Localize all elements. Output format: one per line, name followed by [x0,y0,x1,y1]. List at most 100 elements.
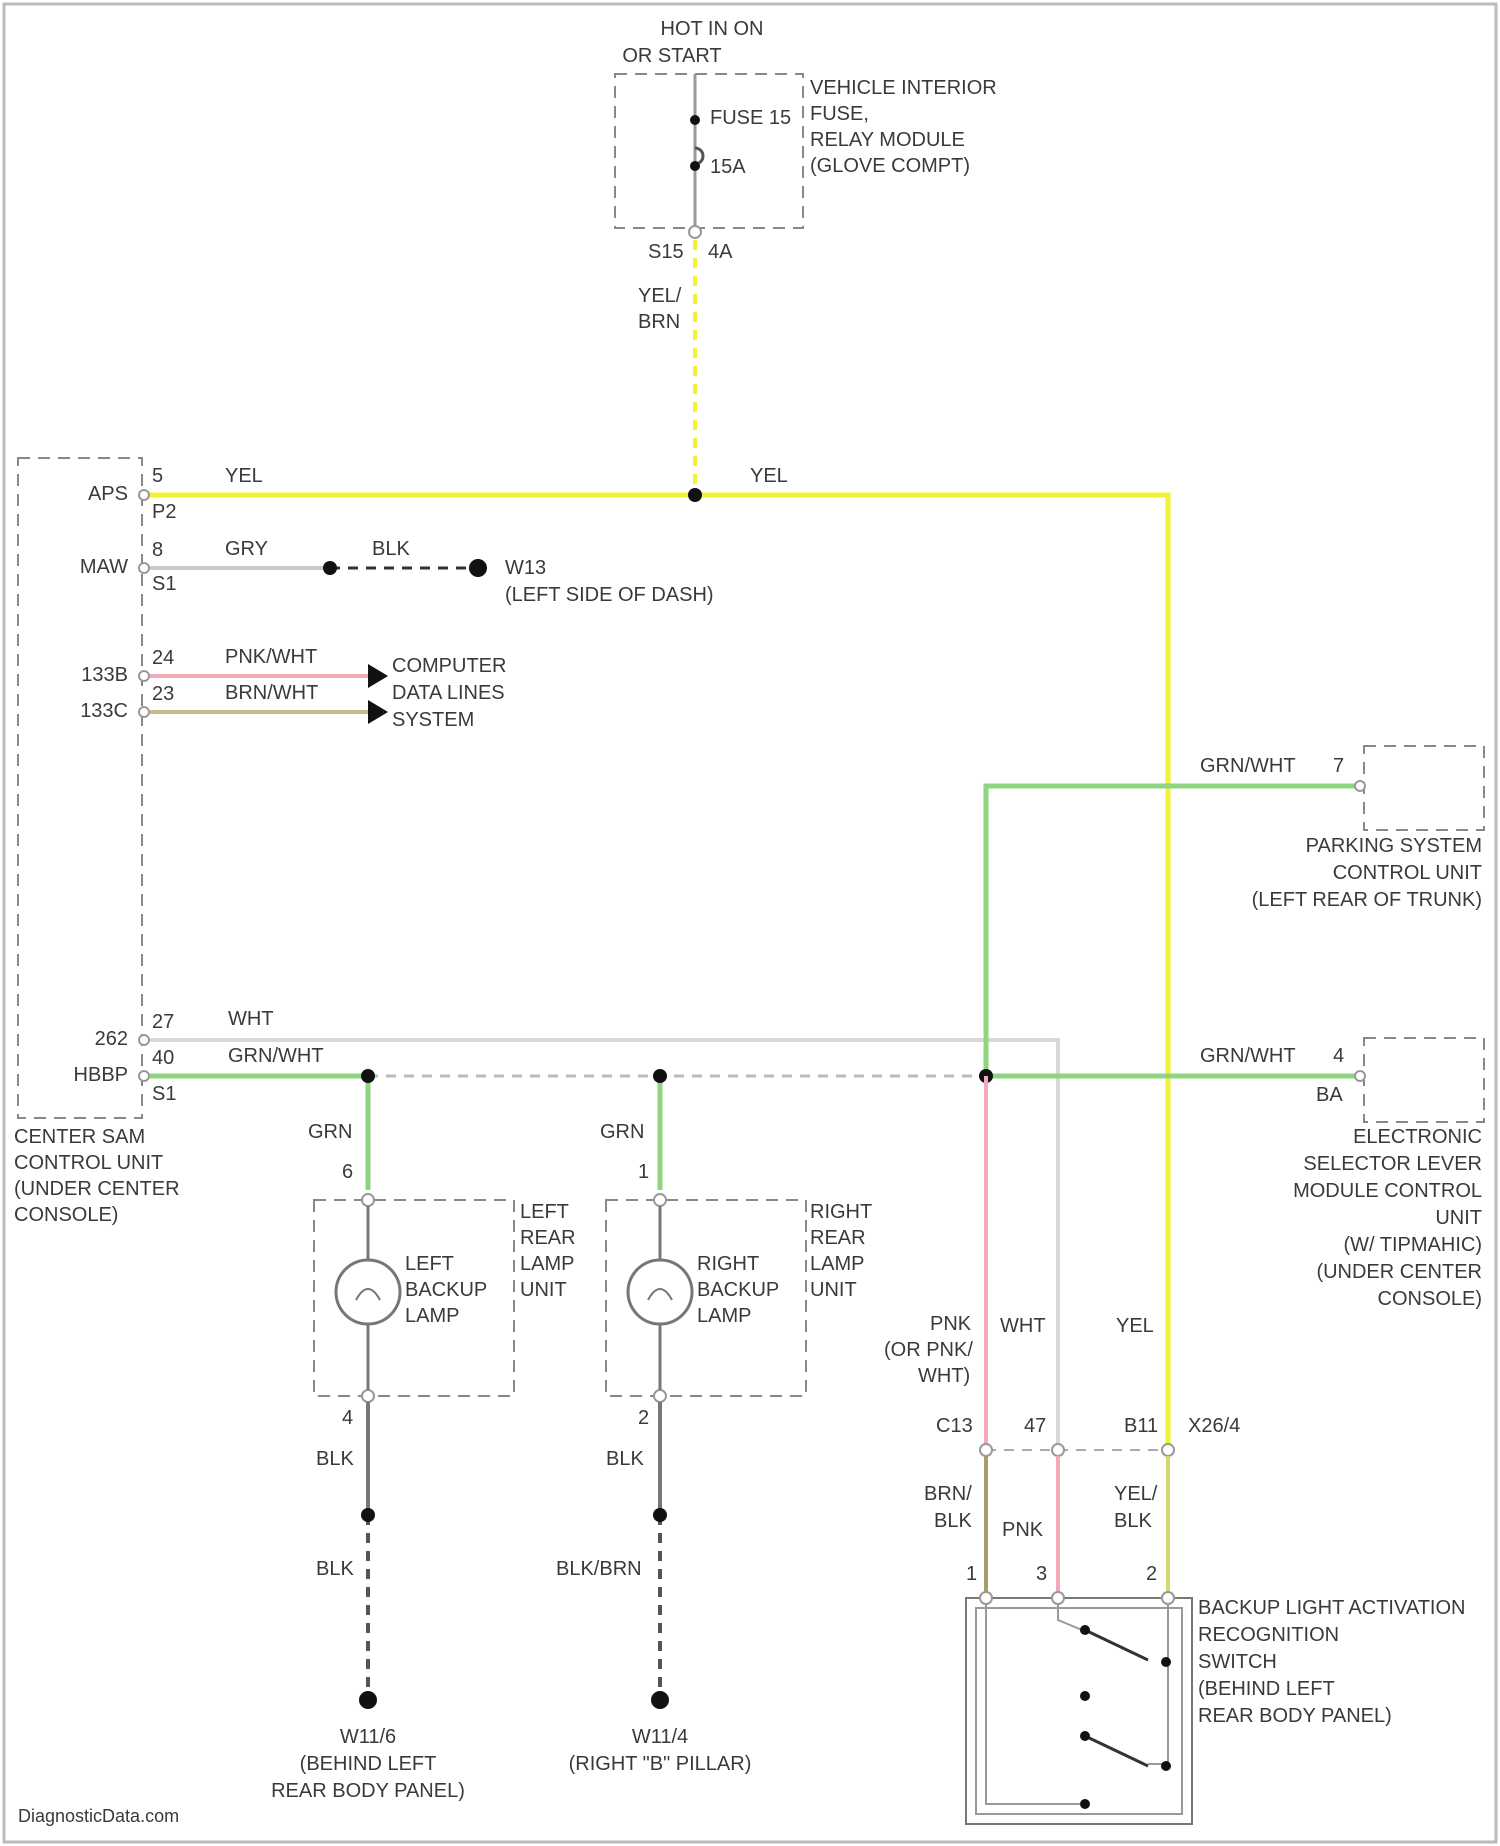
ground-w13-location: (LEFT SIDE OF DASH) [505,584,714,606]
sam-signal-maw: MAW [80,556,128,578]
wire-label-grn-wht: GRN/WHT [228,1045,324,1067]
switch-name-5: REAR BODY PANEL) [1198,1705,1392,1727]
ground-right-icon [651,1691,669,1709]
left-unit-name-1: LEFT [520,1201,569,1223]
wire-label-yel-blk-2: BLK [1114,1510,1152,1532]
right-unit-name-2: REAR [810,1227,866,1249]
watermark: DiagnosticData.com [18,1806,179,1826]
sam-signal-133b: 133B [81,664,128,686]
sam-signal-aps: APS [88,483,128,505]
wire-label-blk-left-1: BLK [316,1448,354,1470]
wire-label-yel-left: YEL [225,465,263,487]
selector-pin: 4 [1333,1045,1344,1067]
selector-name-5: (W/ TIPMAHIC) [1343,1234,1482,1256]
selector-name-3: MODULE CONTROL [1293,1180,1482,1202]
right-lamp-pin-top: 1 [638,1161,649,1183]
sam-pin-5: 5 [152,465,163,487]
left-unit-name-2: REAR [520,1227,576,1249]
wire-label-wht: WHT [228,1008,274,1030]
sam-pin-27: 27 [152,1011,174,1033]
wire-label-yel-blk-1: YEL/ [1114,1483,1158,1505]
wire-label-grn-wht-parking: GRN/WHT [1200,755,1296,777]
lamp-bulb-icon [336,1260,400,1324]
wire-label-grn-left: GRN [308,1121,352,1143]
connector-c13: C13 [936,1415,973,1437]
right-lamp-pin-bottom: 2 [638,1407,649,1429]
right-unit-name-3: LAMP [810,1253,864,1275]
wire-label-brn-blk-1: BRN/ [924,1483,972,1505]
ground-right-id: W11/4 [632,1726,688,1748]
right-lamp-name-1: RIGHT [697,1253,759,1275]
fuse-module-name-1: VEHICLE INTERIOR [810,77,997,99]
hot-label-2: OR START [622,45,721,67]
switch-name-1: BACKUP LIGHT ACTIVATION [1198,1597,1465,1619]
selector-name-1: ELECTRONIC [1353,1126,1482,1148]
fuse-pin-right: 4A [708,241,733,263]
fuse-module-name-4: (GLOVE COMPT) [810,155,970,177]
selector-conn: BA [1316,1084,1343,1106]
wire-label-pnk-lower: PNK [1002,1519,1044,1541]
left-lamp-pin-bottom: 4 [342,1407,353,1429]
wire-label-wht-vertical: WHT [1000,1315,1046,1337]
splice-yel [688,488,702,502]
connector-b11: B11 [1124,1415,1158,1437]
hot-label-1: HOT IN ON [661,18,764,40]
fuse-wire-color-1: YEL/ [638,285,682,307]
fuse-wire-color-2: BRN [638,311,680,333]
selector-name-2: SELECTOR LEVER [1303,1153,1482,1175]
sam-pin-24: 24 [152,647,174,669]
page-frame [4,4,1496,1842]
switch-pin-3: 3 [1036,1563,1047,1585]
fuse-module-name-3: RELAY MODULE [810,129,965,151]
lamp-bulb-icon [628,1260,692,1324]
sam-signal-hbbp: HBBP [74,1064,128,1086]
left-unit-name-4: UNIT [520,1279,567,1301]
selector-name-4: UNIT [1435,1207,1482,1229]
wire-label-brn-blk-2: BLK [934,1510,972,1532]
left-unit-name-3: LAMP [520,1253,574,1275]
fuse-name: FUSE 15 [710,107,791,129]
switch-name-4: (BEHIND LEFT [1198,1678,1335,1700]
splice-gry [323,561,337,575]
ground-left-icon [359,1691,377,1709]
left-lamp-pin-top: 6 [342,1161,353,1183]
fuse-module-name-2: FUSE, [810,103,869,125]
sam-pin-8: 8 [152,539,163,561]
wire-label-pnk-3: WHT) [918,1365,970,1387]
wire-label-yel-right: YEL [750,465,788,487]
parking-name-3: (LEFT REAR OF TRUNK) [1252,889,1482,911]
ground-left-loc-2: REAR BODY PANEL) [271,1780,465,1802]
data-lines-text-2: DATA LINES [392,682,505,704]
data-lines-text-1: COMPUTER [392,655,506,677]
right-lamp-name-3: LAMP [697,1305,751,1327]
sam-name-1: CENTER SAM [14,1126,145,1148]
sam-pin-40: 40 [152,1047,174,1069]
wire-label-yel-vertical: YEL [1116,1315,1154,1337]
wire-label-blk-right-1: BLK [606,1448,644,1470]
splice-grn-right [653,1069,667,1083]
data-lines-text-3: SYSTEM [392,709,474,731]
sam-conn-s1b: S1 [152,1083,176,1105]
wire-label-gry: GRY [225,538,268,560]
right-lamp-name-2: BACKUP [697,1279,779,1301]
right-unit-name-4: UNIT [810,1279,857,1301]
ground-left-loc-1: (BEHIND LEFT [300,1753,437,1775]
sam-pin-23: 23 [152,683,174,705]
parking-name-1: PARKING SYSTEM [1306,835,1482,857]
connector-47: 47 [1024,1415,1046,1437]
ground-w13-icon [469,559,487,577]
fuse-pin-left: S15 [648,241,684,263]
sam-conn-s1a: S1 [152,573,176,595]
fuse-rating: 15A [710,156,746,178]
wire-label-pnk-1: PNK [930,1313,972,1335]
switch-name-3: SWITCH [1198,1651,1277,1673]
wire-label-blk-ground: BLK [372,538,410,560]
wire-label-pnk-wht: PNK/WHT [225,646,317,668]
wire-label-grn-wht-selector: GRN/WHT [1200,1045,1296,1067]
splice-grn-left [361,1069,375,1083]
wire-label-blk-left-2: BLK [316,1558,354,1580]
sam-conn-p2: P2 [152,501,176,523]
connector-x26: X26/4 [1188,1415,1240,1437]
parking-name-2: CONTROL UNIT [1333,862,1482,884]
